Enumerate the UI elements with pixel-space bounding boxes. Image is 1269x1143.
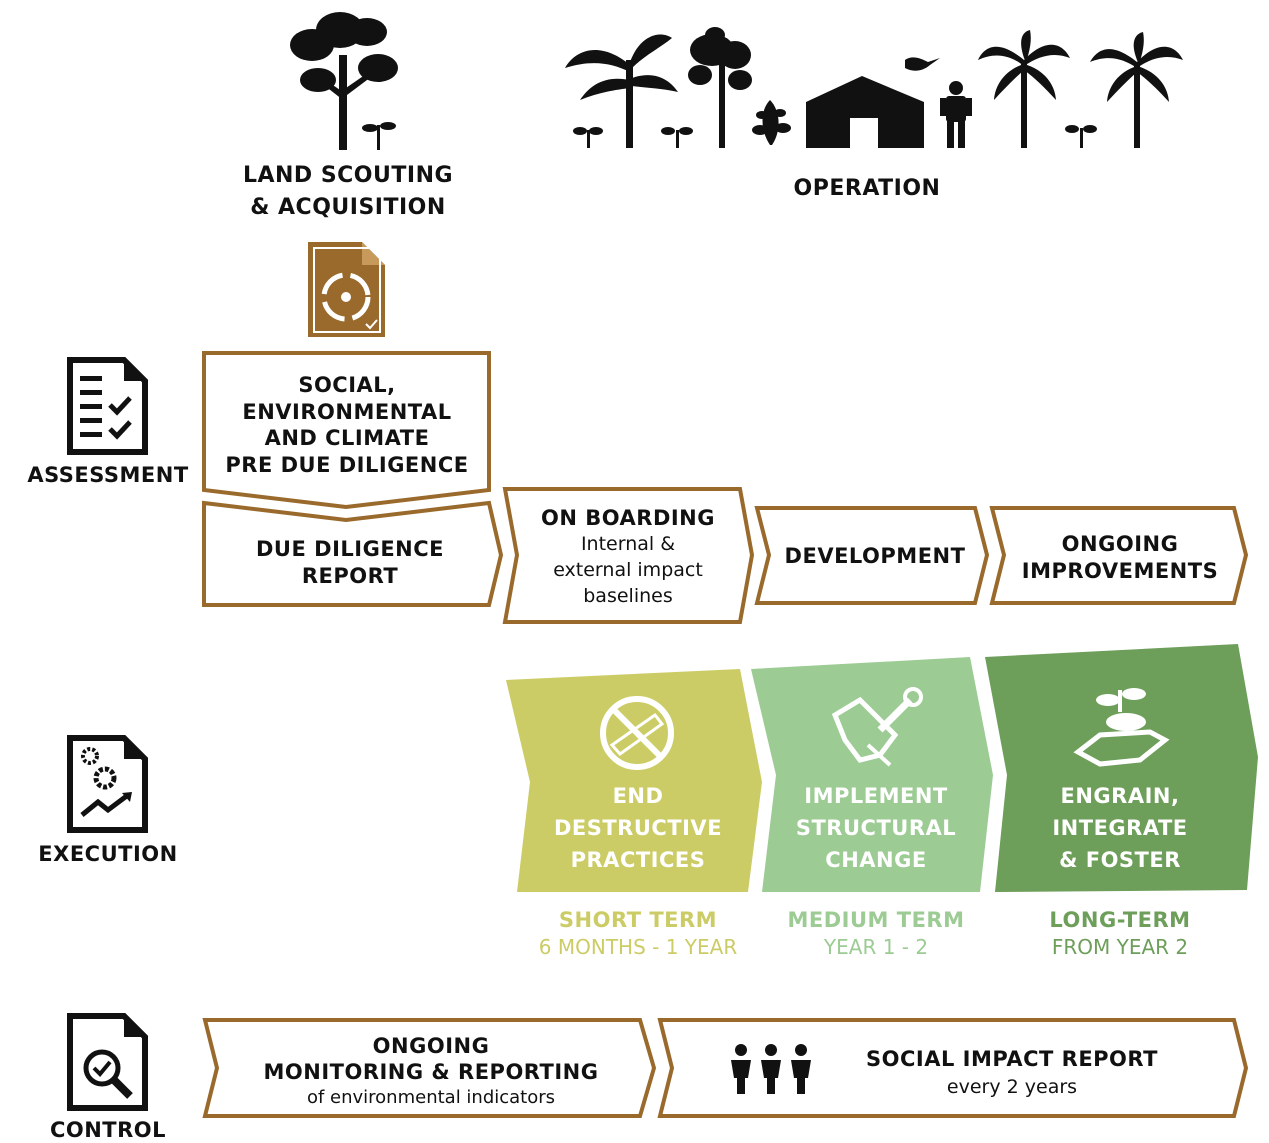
stage-line: PRACTICES xyxy=(570,848,706,872)
stage-line: STRUCTURAL xyxy=(795,816,957,840)
medium-term-chevron xyxy=(751,657,993,892)
pre-dd-line: SOCIAL, xyxy=(298,373,396,397)
monitoring-line: MONITORING & REPORTING xyxy=(263,1060,599,1084)
short-term-stage-text: END DESTRUCTIVE PRACTICES xyxy=(532,780,744,876)
development-text: DEVELOPMENT xyxy=(784,544,966,568)
ongoing-line: ONGOING xyxy=(1061,532,1179,556)
onboarding-sub-line: baselines xyxy=(583,585,673,607)
ongoing-improvements-box xyxy=(989,506,1249,605)
medium-term-label: MEDIUM TERM YEAR 1 - 2 xyxy=(770,907,982,961)
operation-scene-icon xyxy=(565,27,1183,148)
ongoing-improvements-text: ONGOING IMPROVEMENTS xyxy=(1000,531,1240,584)
people-icon xyxy=(731,1044,811,1094)
pre-due-diligence-box xyxy=(202,351,491,510)
dd-report-line: DUE DILIGENCE xyxy=(256,537,444,561)
monitoring-line: ONGOING xyxy=(372,1034,490,1058)
onboarding-sub-line: Internal & xyxy=(580,533,676,555)
stage-line: DESTRUCTIVE xyxy=(553,816,723,840)
onboarding-box xyxy=(502,487,755,624)
ongoing-line: IMPROVEMENTS xyxy=(1021,558,1219,583)
gears-chart-document-icon xyxy=(67,735,148,833)
short-term-label: SHORT TERM 6 MONTHS - 1 YEAR xyxy=(510,907,766,961)
stage-line: IMPLEMENT xyxy=(804,784,948,808)
land-title-line-1: LAND SCOUTING xyxy=(242,163,454,188)
long-term-stage-text: ENGRAIN, INTEGRATE & FOSTER xyxy=(1014,780,1226,876)
stage-line: & FOSTER xyxy=(1059,848,1181,872)
social-impact-text: SOCIAL IMPACT REPORT every 2 years xyxy=(836,1045,1188,1101)
tree-icon xyxy=(290,12,398,150)
term-name: MEDIUM TERM xyxy=(787,908,965,932)
operation-title: OPERATION xyxy=(793,176,941,201)
onboarding-sub-line: external impact xyxy=(553,559,703,581)
pre-dd-line: AND CLIMATE xyxy=(264,426,430,450)
magnifier-document-icon xyxy=(67,1013,148,1111)
social-impact-sub: every 2 years xyxy=(946,1076,1078,1098)
medium-term-stage-text: IMPLEMENT STRUCTURAL CHANGE xyxy=(770,780,982,876)
onboarding-title: ON BOARDING xyxy=(540,506,715,530)
pre-due-diligence-text: SOCIAL, ENVIRONMENTAL AND CLIMATE PRE DU… xyxy=(210,372,484,478)
term-period: YEAR 1 - 2 xyxy=(823,935,929,959)
short-term-chevron xyxy=(506,669,762,892)
dd-report-line: REPORT xyxy=(301,563,399,588)
monitoring-text: ONGOING MONITORING & REPORTING of enviro… xyxy=(222,1033,640,1111)
development-box xyxy=(754,506,990,605)
due-diligence-report-text: DUE DILIGENCE REPORT xyxy=(210,536,490,589)
onboarding-text: ON BOARDING Internal & external impact b… xyxy=(515,505,741,609)
recycle-document-icon xyxy=(308,242,385,337)
stage-line: CHANGE xyxy=(825,848,927,872)
term-name: SHORT TERM xyxy=(558,908,718,932)
execution-label: EXECUTION xyxy=(38,842,178,866)
long-term-label: LONG-TERM FROM YEAR 2 xyxy=(1014,907,1226,961)
land-title-line-2: & ACQUISITION xyxy=(250,195,446,220)
stage-line: ENGRAIN, xyxy=(1060,784,1180,808)
assessment-label: ASSESSMENT xyxy=(27,463,189,487)
sprout-icon xyxy=(362,122,396,150)
land-scouting-title: LAND SCOUTING & ACQUISITION xyxy=(230,160,466,224)
term-period: 6 MONTHS - 1 YEAR xyxy=(538,935,738,959)
checklist-document-icon xyxy=(67,357,148,455)
term-name: LONG-TERM xyxy=(1049,908,1191,932)
due-diligence-report-box xyxy=(202,500,504,607)
term-period: FROM YEAR 2 xyxy=(1051,935,1189,959)
stage-line: END xyxy=(612,784,664,808)
monitoring-sub: of environmental indicators xyxy=(306,1087,556,1108)
pre-dd-line: PRE DUE DILIGENCE xyxy=(225,452,469,477)
stage-line: INTEGRATE xyxy=(1052,816,1188,840)
control-label: CONTROL xyxy=(49,1118,167,1142)
social-impact-title: SOCIAL IMPACT REPORT xyxy=(866,1047,1158,1071)
social-impact-box xyxy=(657,1018,1249,1118)
long-term-chevron xyxy=(985,644,1258,892)
monitoring-box xyxy=(202,1018,657,1118)
pre-dd-line: ENVIRONMENTAL xyxy=(242,399,452,424)
